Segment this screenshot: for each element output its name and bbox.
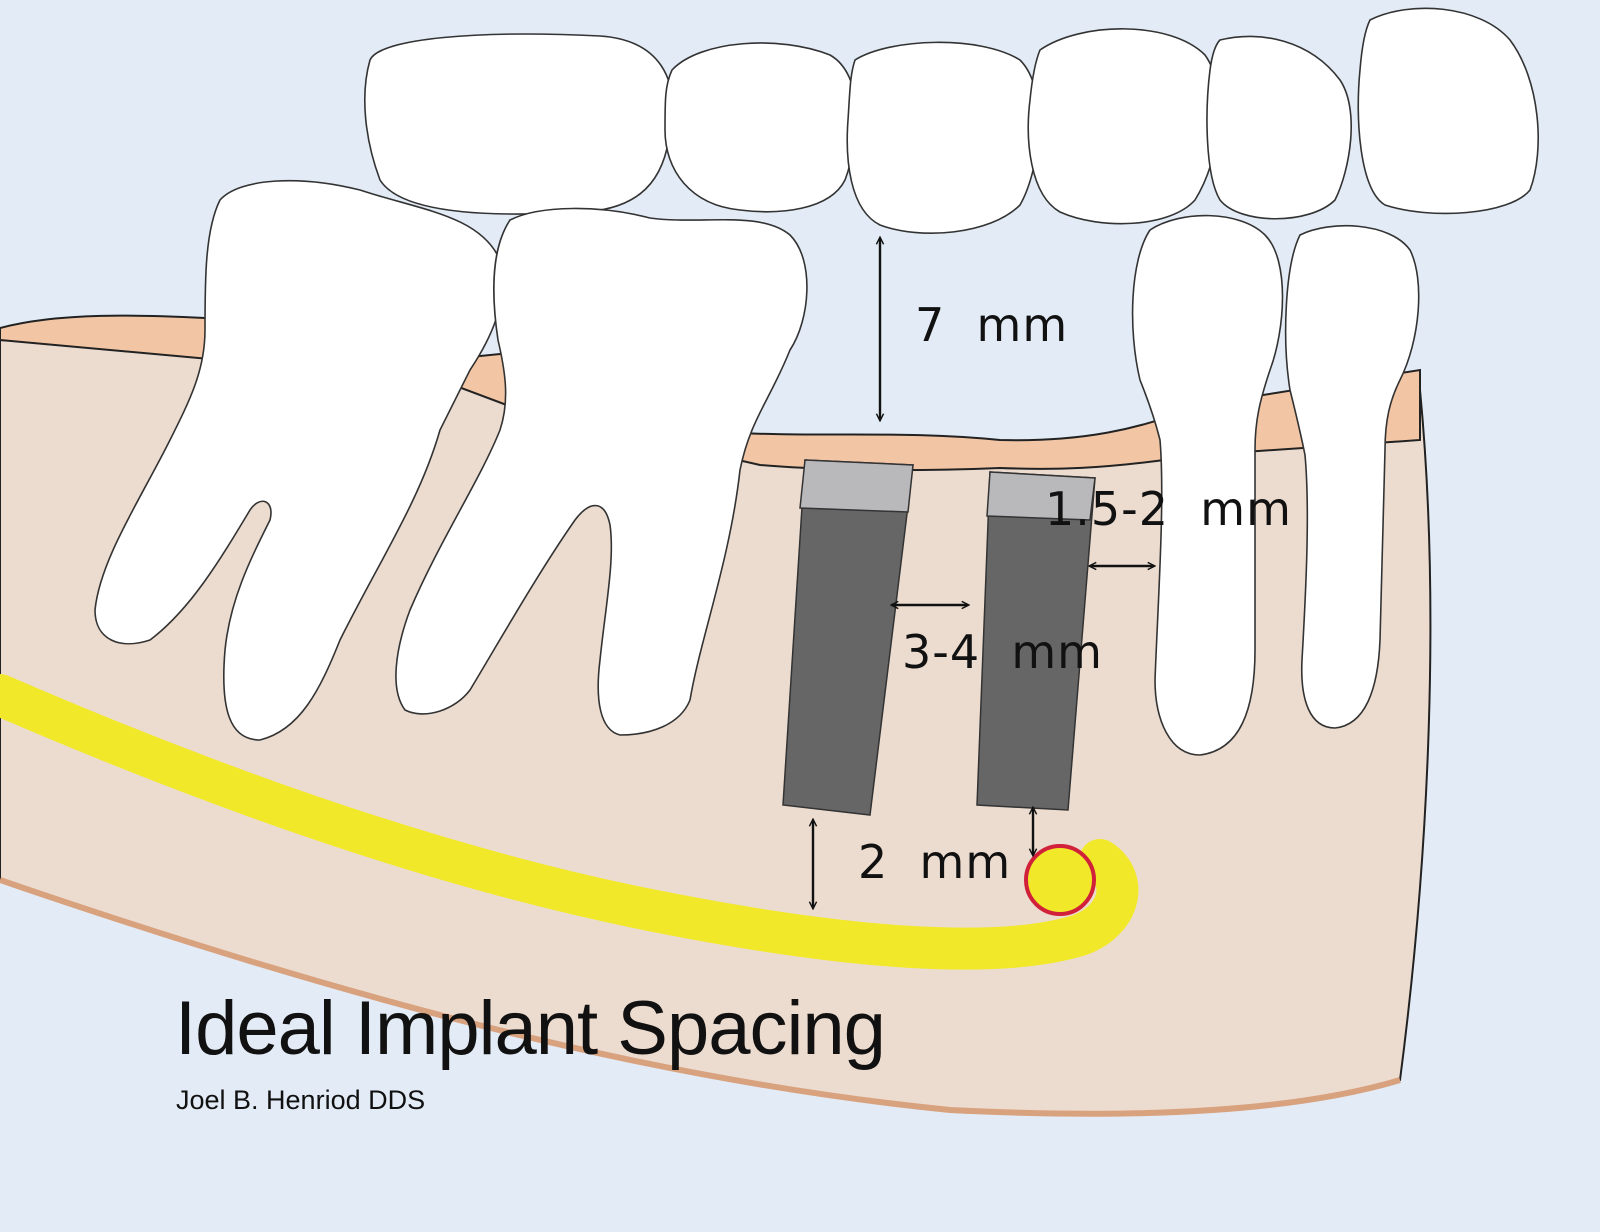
implant-to-tooth-label: 1.5-2 mm — [1045, 482, 1292, 536]
inferior-alveolar-nerve — [0, 674, 1139, 970]
implant-to-nerve-label: 2 mm — [858, 835, 1012, 889]
lower-premolars — [1131, 214, 1420, 756]
lower-molars — [94, 179, 808, 741]
implant-left — [782, 459, 914, 816]
author-credit: Joel B. Henriod DDS — [176, 1085, 426, 1115]
occlusal-clearance-label: 7 mm — [915, 298, 1069, 352]
mandible-lower-shadow — [0, 877, 1401, 1117]
upper-teeth — [364, 7, 1539, 234]
mental-foramen — [1024, 844, 1096, 916]
implant-right — [976, 471, 1096, 811]
implant-to-implant-label: 3-4 mm — [902, 625, 1103, 679]
diagram-title: Ideal Implant Spacing — [175, 986, 886, 1071]
